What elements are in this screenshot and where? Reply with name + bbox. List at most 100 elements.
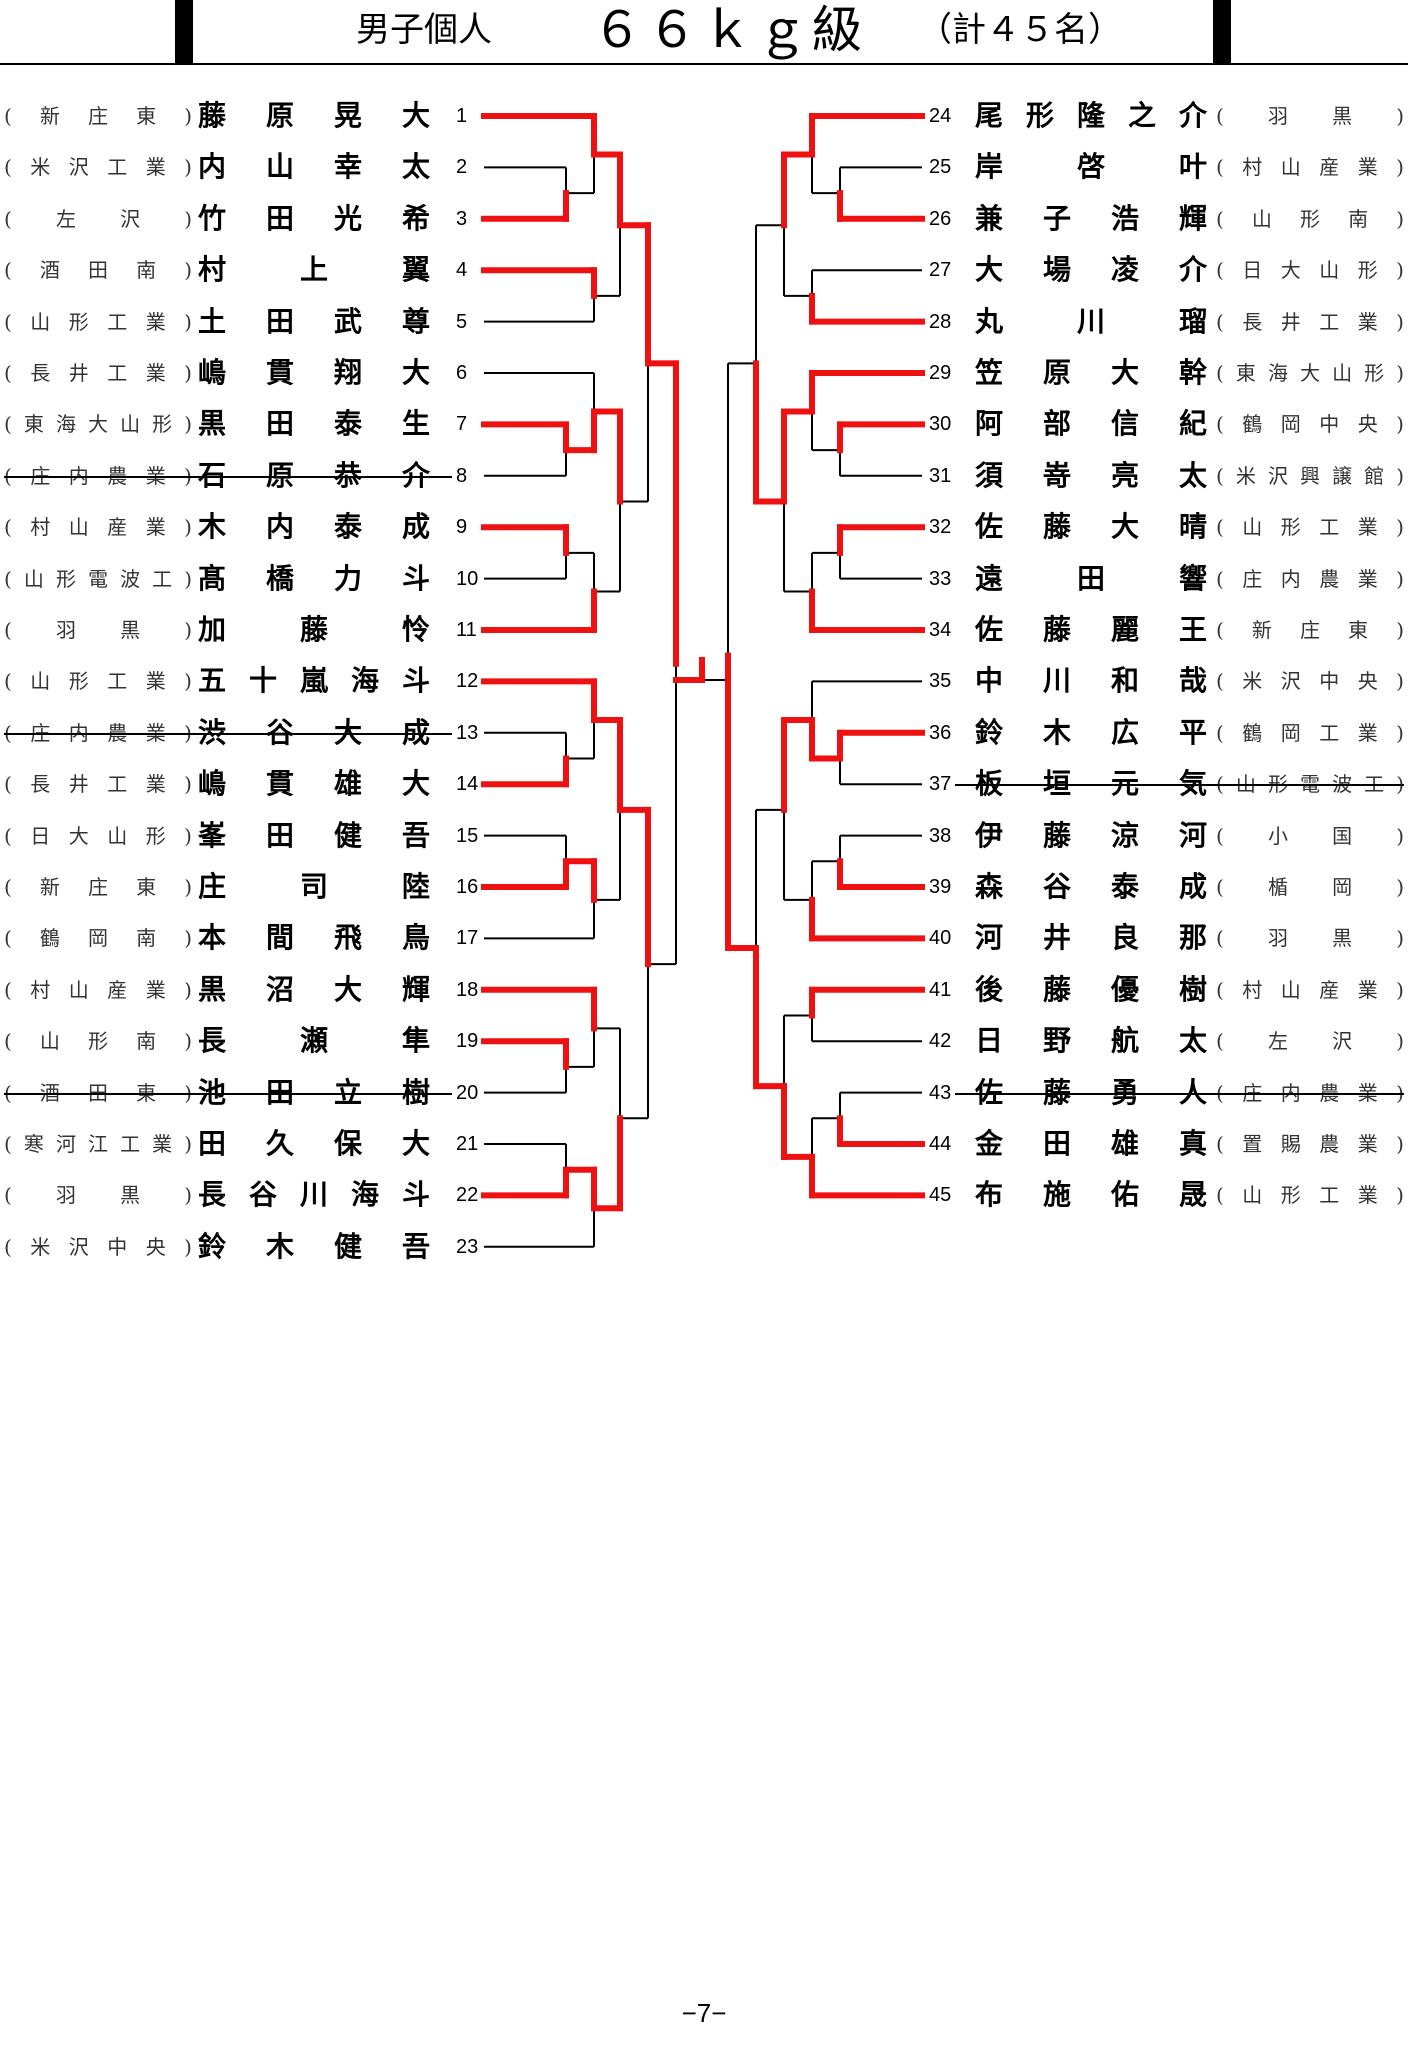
header-bar-left: [175, 0, 193, 64]
entrant-number: 27: [929, 259, 952, 282]
entrant-name: 日野航太: [975, 1024, 1207, 1058]
entrant-school: (楯岡): [1216, 875, 1404, 899]
entrant-number: 2: [456, 156, 468, 179]
entrant-number: 35: [929, 670, 952, 693]
entrant-number: 40: [929, 927, 952, 950]
entrant-number: 13: [456, 721, 479, 744]
entrant-name: 笠原大幹: [975, 356, 1207, 389]
entrant-number: 1: [456, 105, 468, 127]
page-number: −7−: [681, 1998, 727, 2028]
entrant-school: (村山産業): [4, 515, 192, 540]
entrant-name: 長瀬隼: [198, 1024, 430, 1058]
entrant-school: (東海大山形): [4, 412, 192, 437]
entrant-number: 28: [929, 310, 952, 333]
entrant-name: 河井良那: [975, 921, 1207, 955]
header-rule: [0, 63, 1408, 65]
entrant-name: 佐藤麗王: [975, 613, 1207, 646]
entrant-number: 41: [929, 978, 952, 1001]
header-bar-right: [1213, 0, 1231, 64]
entrant-name: 丸川瑠: [975, 304, 1207, 338]
entrant-number: 21: [456, 1133, 479, 1155]
entrant-school: (鶴岡南): [4, 926, 192, 951]
entrant-name: 中川和哉: [975, 664, 1207, 698]
withdrawn-strikethrough: [4, 732, 452, 735]
entrant-number: 4: [456, 259, 468, 282]
entrant-number: 25: [929, 156, 952, 179]
entrant-number: 17: [456, 927, 479, 950]
entrant-school: (村山産業): [4, 977, 192, 1002]
weight-class-title: ６６ｋｇ級: [592, 1, 867, 59]
entrant-name: 鈴木健吾: [198, 1229, 430, 1263]
entrant-school: (山形工業): [1216, 1183, 1404, 1208]
entrant-school: (山形工業): [4, 309, 192, 334]
entrant-name: 村上翼: [198, 253, 430, 287]
entrant-number: 16: [456, 876, 479, 898]
entrant-number: 37: [929, 773, 952, 796]
entrant-number: 38: [929, 824, 952, 847]
entrant-number: 45: [929, 1184, 952, 1207]
entrant-school: (左沢): [4, 206, 192, 231]
entrant-name: 阿部信紀: [975, 407, 1207, 441]
entrant-number: 29: [929, 362, 952, 384]
entrant-name: 庄司陸: [198, 870, 430, 903]
entrant-name: 佐藤勇人: [975, 1075, 1207, 1109]
entrant-number: 5: [456, 310, 468, 333]
entrant-school: (酒田南): [4, 258, 192, 283]
entrant-name: 黒田泰生: [198, 407, 430, 441]
entrant-name: 髙橋力斗: [198, 561, 430, 595]
entrant-school: (長井工業): [4, 772, 192, 797]
entrant-school: (羽黒): [4, 1183, 192, 1208]
entrant-school: (羽黒): [1216, 926, 1404, 951]
entrant-number: 10: [456, 567, 479, 590]
entrant-number: 8: [456, 464, 468, 487]
entrant-name: 田久保大: [198, 1127, 430, 1160]
entrant-name: 板垣元気: [975, 767, 1207, 801]
entrant-school: (山形南): [4, 1029, 192, 1054]
entrant-name: 渋谷大成: [198, 715, 430, 749]
entrant-school: (米沢興譲館): [1216, 463, 1404, 488]
entrant-number: 6: [456, 362, 468, 384]
tournament-bracket: [481, 113, 925, 1248]
entrant-school: (山形電波工): [4, 566, 192, 591]
entrant-name: 竹田光希: [198, 201, 430, 235]
entrant-number: 18: [456, 978, 479, 1001]
entrant-school: (新庄東): [4, 104, 192, 128]
entrant-name: 木内泰成: [198, 510, 430, 544]
entrant-name: 本間飛鳥: [198, 921, 430, 955]
entrant-number: 7: [456, 413, 468, 436]
entrant-school: (小国): [1216, 823, 1404, 848]
entrant-name: 峯田健吾: [198, 818, 430, 852]
entrant-number: 39: [929, 876, 952, 898]
entrant-school: (村山産業): [1216, 977, 1404, 1002]
entrant-number: 11: [456, 619, 477, 641]
entrant-name: 伊藤涼河: [975, 818, 1207, 852]
entrant-number: 15: [456, 824, 479, 847]
entrant-school: (山形工業): [1216, 515, 1404, 540]
entrant-name: 黒沼大輝: [198, 972, 430, 1006]
entrant-number: 34: [929, 619, 952, 641]
entrant-number: 33: [929, 567, 952, 590]
page-header: 男子個人 ６６ｋｇ級 （計４５名）: [0, 0, 1408, 66]
entrant-name: 遠田響: [975, 561, 1207, 595]
entrant-number: 3: [456, 207, 468, 230]
entrant-name: 嶋貫翔大: [198, 356, 430, 389]
entrant-number: 26: [929, 207, 952, 230]
entrant-school: (庄内農業): [1216, 566, 1404, 591]
entrant-number: 9: [456, 516, 468, 539]
entrant-school: (山形南): [1216, 206, 1404, 231]
entrant-name: 長谷川海斗: [198, 1178, 430, 1212]
entrant-school: (羽黒): [4, 618, 192, 642]
entrant-name: 佐藤大晴: [975, 510, 1207, 544]
entrant-school: (米沢工業): [4, 155, 192, 180]
entrant-school: (羽黒): [1216, 104, 1404, 128]
entrant-school: (日大山形): [1216, 258, 1404, 283]
entrant-name: 兼子浩輝: [975, 201, 1207, 235]
entrant-school: (東海大山形): [1216, 361, 1404, 385]
entrant-number: 24: [929, 105, 952, 127]
entrant-name: 岸啓叶: [975, 150, 1207, 184]
entrant-name: 土田武尊: [198, 304, 430, 338]
entrant-name: 池田立樹: [198, 1075, 430, 1109]
entrant-school: (村山産業): [1216, 155, 1404, 180]
entrant-school: (新庄東): [4, 875, 192, 899]
entrant-school: (日大山形): [4, 823, 192, 848]
